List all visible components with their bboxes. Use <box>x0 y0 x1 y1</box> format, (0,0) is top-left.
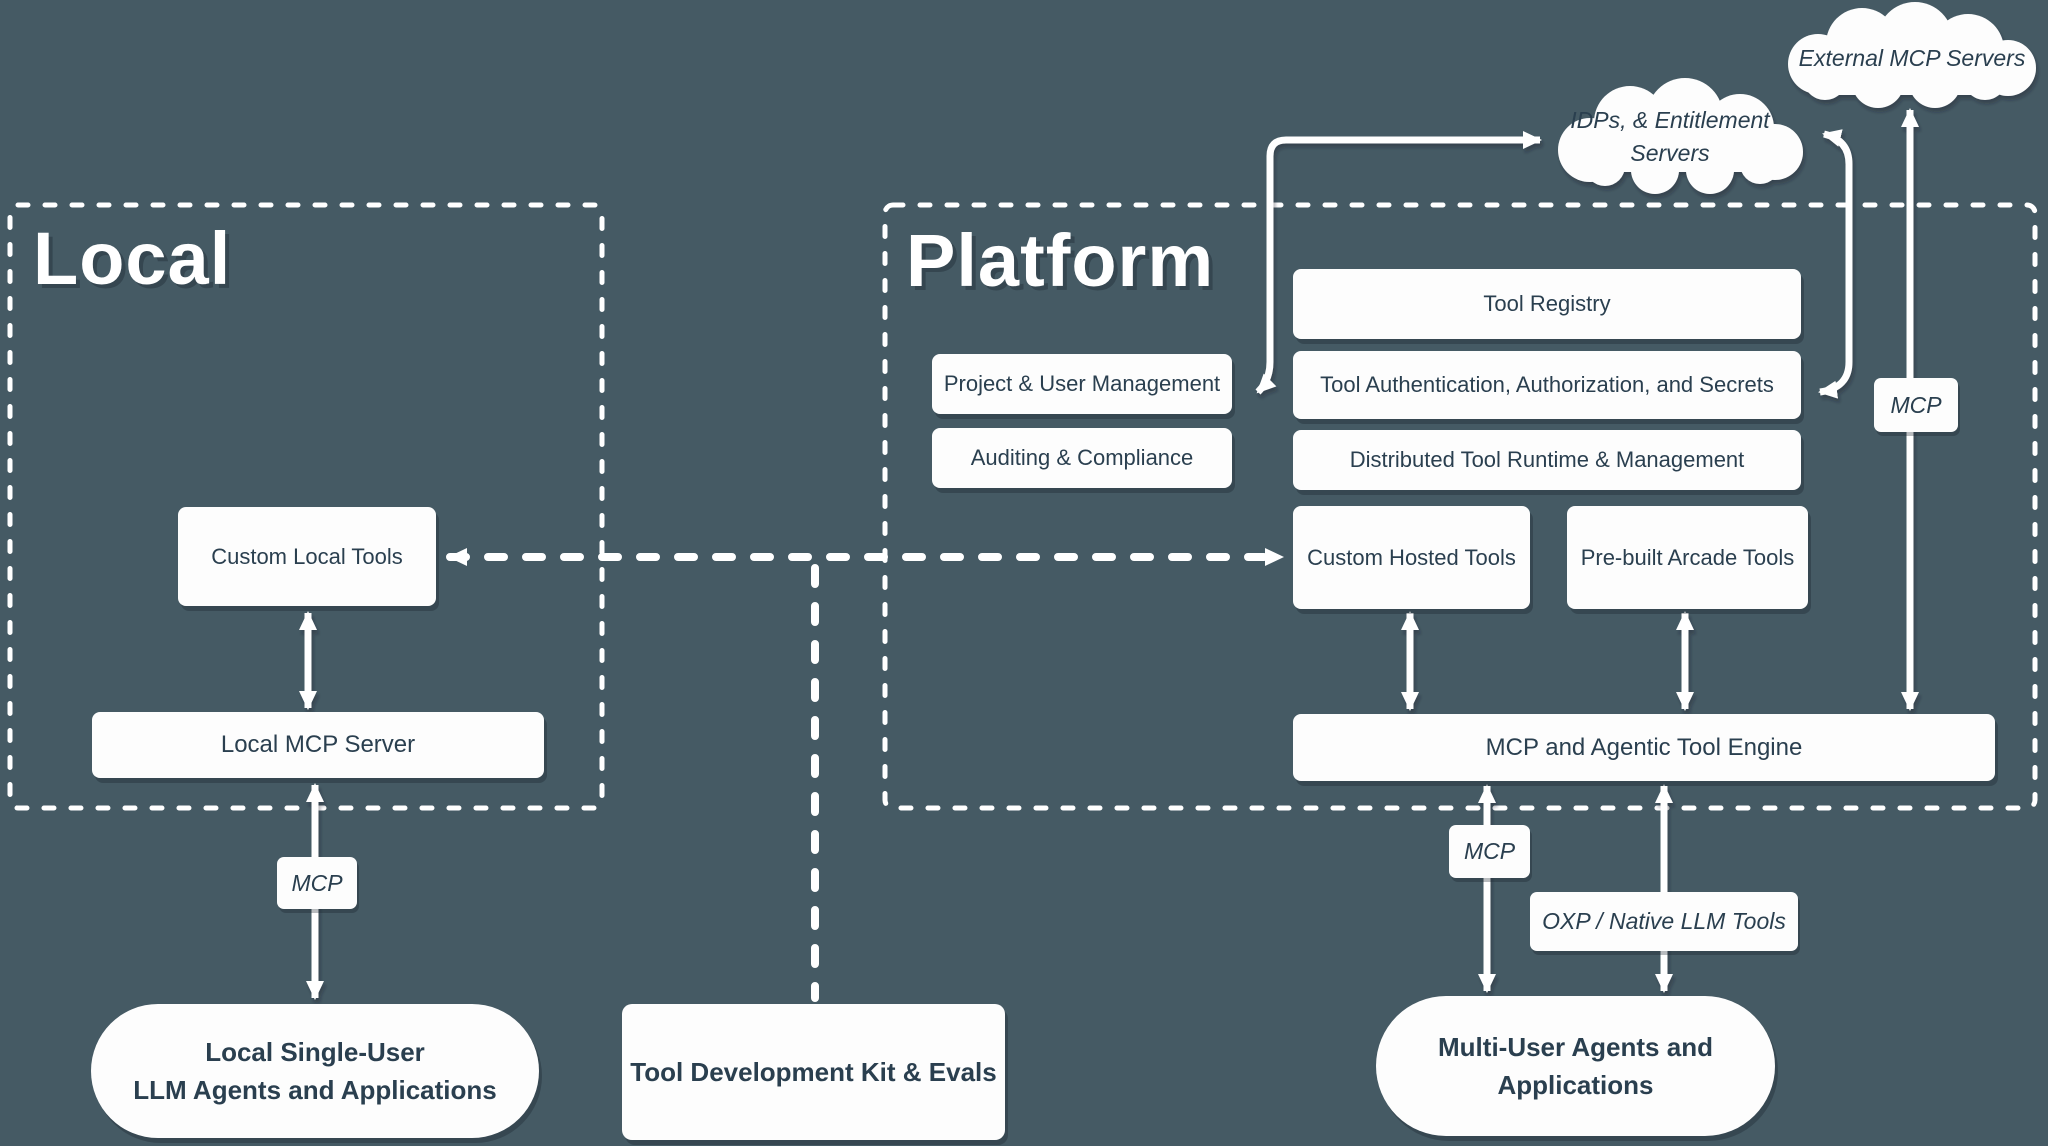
node-multi-user-agents: Multi-User Agents and Applications <box>1376 996 1775 1136</box>
node-custom-hosted-tools: Custom Hosted Tools <box>1293 506 1530 609</box>
mcp-label-local: MCP <box>277 857 357 909</box>
node-custom-local-tools: Custom Local Tools <box>178 507 436 606</box>
node-project-user-management: Project & User Management <box>932 354 1232 414</box>
platform-region-title: Platform <box>906 219 1215 302</box>
node-local-single-user-agents: Local Single-User LLM Agents and Applica… <box>91 1004 539 1138</box>
oxp-native-llm-tools-label: OXP / Native LLM Tools <box>1530 892 1798 951</box>
external-mcp-cloud-label: External MCP Servers <box>1798 45 2026 71</box>
node-prebuilt-arcade-tools: Pre-built Arcade Tools <box>1567 506 1808 609</box>
arrow-projectuser-idp <box>1255 131 1542 395</box>
idp-cloud-label-line2: Servers <box>1630 140 1710 166</box>
node-tool-authentication: Tool Authentication, Authorization, and … <box>1293 351 1801 419</box>
arrow-toolauth-idp <box>1818 129 1853 399</box>
node-distributed-runtime: Distributed Tool Runtime & Management <box>1293 430 1801 490</box>
idp-cloud <box>1558 78 1803 194</box>
node-mcp-agentic-tool-engine: MCP and Agentic Tool Engine <box>1293 714 1995 781</box>
local-region-title: Local <box>33 217 232 300</box>
node-local-mcp-server: Local MCP Server <box>92 712 544 778</box>
node-tool-development-kit: Tool Development Kit & Evals <box>622 1004 1005 1140</box>
node-tool-registry: Tool Registry <box>1293 269 1801 339</box>
mcp-label-platform: MCP <box>1449 825 1530 878</box>
idp-cloud-label-line1: IDPs, & Entitlement <box>1570 107 1770 133</box>
mcp-label-external: MCP <box>1874 378 1958 432</box>
node-auditing-compliance: Auditing & Compliance <box>932 428 1232 488</box>
external-mcp-cloud <box>1788 2 2036 108</box>
